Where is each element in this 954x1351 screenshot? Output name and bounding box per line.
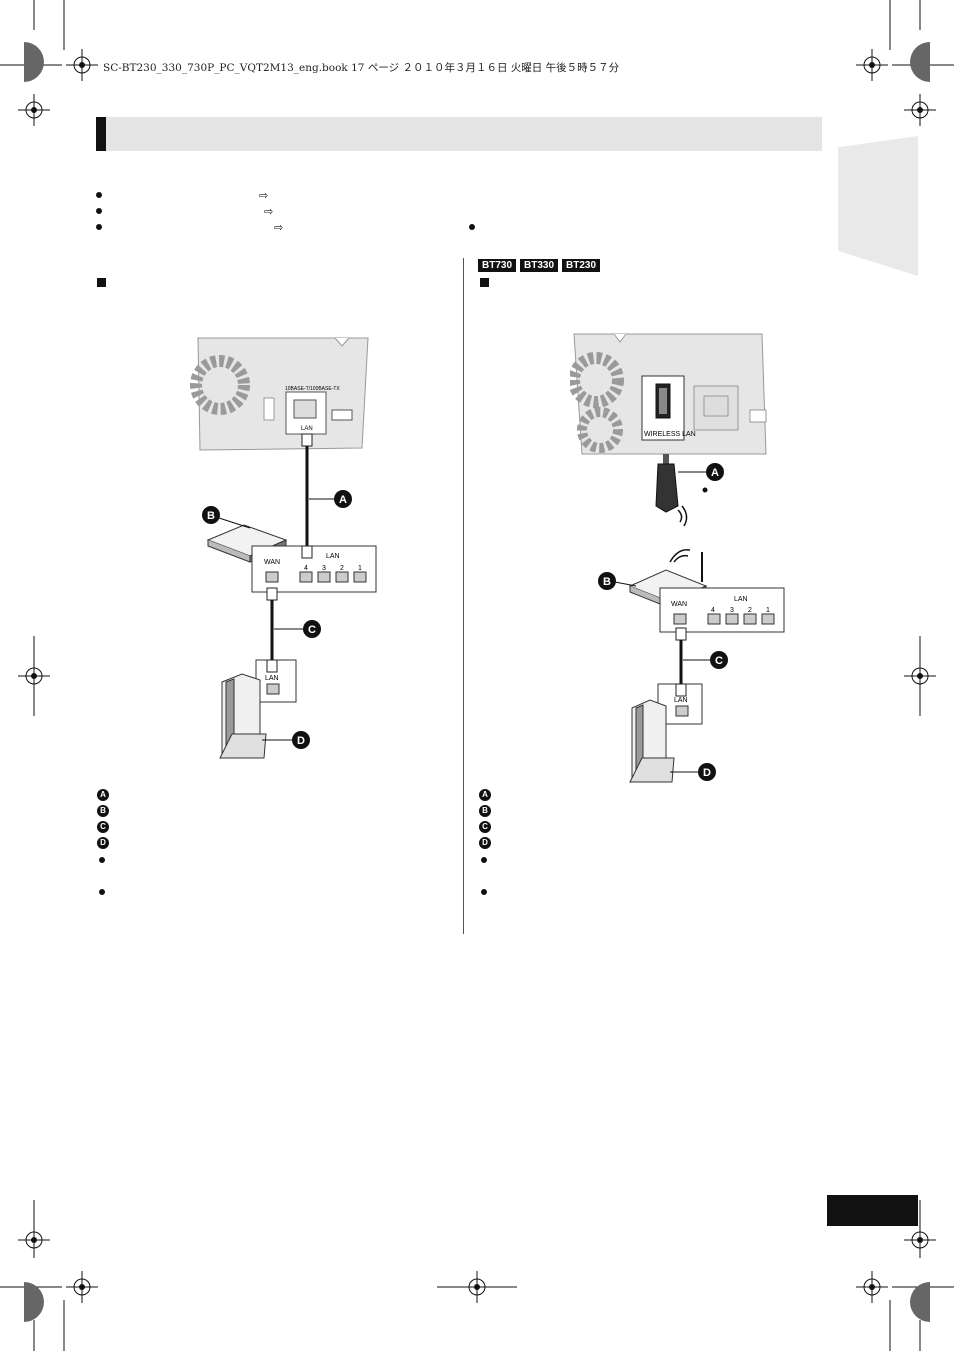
wireless-connection-diagram: WIRELESS LAN A B WAN LAN 4 3 2 1 C LAN D [570, 333, 785, 783]
model-badge-bt330: BT330 [520, 259, 559, 272]
router-port-3: 3 [322, 565, 326, 572]
wired-connection-diagram: 10BASE-T/100BASE-TX LAN A B WAN LAN 4 3 … [190, 337, 377, 759]
router-port-4: 4 [304, 565, 308, 572]
router-port-2: 2 [748, 607, 752, 614]
callout-c [303, 620, 321, 638]
legend-left-a: A [97, 789, 109, 801]
router-wan-label: WAN [264, 559, 280, 566]
legend-left-c: C [97, 821, 109, 833]
section-marker-wired [97, 278, 106, 287]
router-lan-label: LAN [734, 596, 748, 603]
arrow-icon: ⇨ [264, 205, 274, 218]
port-label-lan: LAN [301, 426, 313, 432]
router-port-2: 2 [340, 565, 344, 572]
bullet [99, 889, 105, 895]
page-number-box [827, 1195, 918, 1226]
router-port-1: 1 [766, 607, 770, 614]
callout-c [710, 651, 728, 669]
router-port-4: 4 [711, 607, 715, 614]
callout-b [598, 572, 616, 590]
callout-d [698, 763, 716, 781]
callout-a-letter: A [339, 494, 347, 506]
callout-a-letter: A [711, 467, 719, 479]
router-port-1: 1 [358, 565, 362, 572]
bullet [469, 224, 475, 230]
arrow-icon: ⇨ [274, 221, 284, 234]
callout-b [202, 506, 220, 524]
callout-b-letter: B [603, 576, 611, 588]
bullet [481, 857, 487, 863]
section-title-bar [96, 117, 822, 151]
callout-d-letter: D [703, 767, 711, 779]
router-lan-label: LAN [326, 553, 340, 560]
legend-right-b: B [479, 805, 491, 817]
bullet [481, 889, 487, 895]
callout-d [292, 731, 310, 749]
legend-left-b: B [97, 805, 109, 817]
model-badge-bt730: BT730 [478, 259, 517, 272]
callout-d-letter: D [297, 735, 305, 747]
router-port-3: 3 [730, 607, 734, 614]
arrow-icon: ⇨ [259, 189, 269, 202]
callout-a [334, 490, 352, 508]
section-marker-wireless [480, 278, 489, 287]
modem-lan-label: LAN [265, 675, 279, 682]
legend-right-c: C [479, 821, 491, 833]
callout-c-letter: C [715, 655, 723, 667]
print-header: SC-BT230_330_730P_PC_VQT2M13_eng.book 17… [103, 62, 620, 74]
side-tab [838, 136, 918, 276]
callout-b-letter: B [207, 510, 215, 522]
bullet [96, 192, 102, 198]
callout-a [706, 463, 724, 481]
legend-right-a: A [479, 789, 491, 801]
bullet [96, 224, 102, 230]
callout-c-letter: C [308, 624, 316, 636]
modem-lan-label: LAN [674, 697, 688, 704]
port-label-top: 10BASE-T/100BASE-TX [285, 386, 340, 392]
legend-right-d: D [479, 837, 491, 849]
bullet [96, 208, 102, 214]
wireless-lan-label: WIRELESS LAN [644, 431, 696, 438]
bullet [99, 857, 105, 863]
model-badge-bt230: BT230 [562, 259, 601, 272]
legend-left-d: D [97, 837, 109, 849]
router-wan-label: WAN [671, 601, 687, 608]
column-divider [463, 258, 464, 934]
